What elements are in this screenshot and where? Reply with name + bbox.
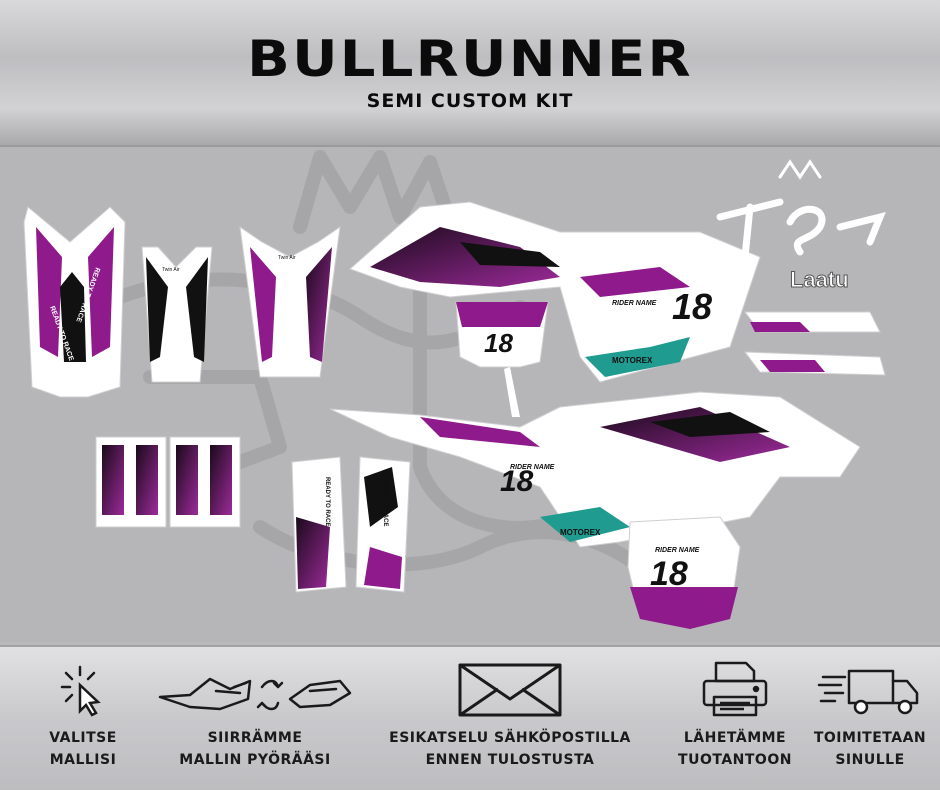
step-email-preview: ESIKATSELU SÄHKÖPOSTILLA ENNEN TULOSTUST…	[370, 647, 650, 790]
step-2-line-1: SIIRRÄMME	[207, 730, 303, 746]
side-panel-lower-decal: MOTOREX RIDER NAME 18	[329, 391, 861, 548]
radiator-shroud-upper-decal: MOTOREX RIDER NAME 18	[349, 201, 761, 383]
side-panel-number: 18	[500, 465, 534, 498]
step-4-line-1: LÄHETÄMME	[683, 730, 787, 746]
step-3-line-1: ESIKATSELU SÄHKÖPOSTILLA	[389, 730, 631, 746]
step-1-line-2: MALLISI	[49, 752, 117, 768]
page-subtitle: SEMI CUSTOM KIT	[366, 90, 574, 112]
laatu-brand-text: Laatu	[790, 267, 849, 292]
shroud-rider-name: RIDER NAME	[612, 300, 657, 307]
shroud-number: 18	[672, 286, 712, 327]
radiator-louvre-decals	[95, 436, 241, 528]
rear-plate-number: 18	[650, 555, 688, 593]
front-fender-decal: READY TO RACE READY TO RACE	[23, 206, 126, 398]
step-2-line-2: MALLIN PYÖRÄÄSI	[179, 752, 331, 768]
plate-sponsor-1: Twin Air	[162, 267, 180, 273]
rear-plate-rider-name: RIDER NAME	[655, 547, 700, 554]
headlight-mask-decal: 18	[455, 301, 549, 417]
step-send-to-production: LÄHETÄMME TUOTANTOON	[660, 647, 810, 790]
rear-number-plate-decal: RIDER NAME 18	[627, 516, 741, 629]
header-banner: BULLRUNNER SEMI CUSTOM KIT	[0, 0, 940, 147]
step-5-line-2: SINULLE	[835, 752, 905, 768]
step-3-line-2: ENNEN TULOSTUSTA	[425, 752, 595, 768]
cursor-click-icon	[60, 665, 101, 717]
step-delivery: TOIMITETAAN SINULLE	[805, 647, 935, 790]
bike-transfer-icon	[158, 677, 352, 711]
headlight-number: 18	[484, 328, 513, 358]
graphics-kit-preview: READY TO RACE READY TO RACE Twin Air Twi…	[0, 147, 940, 642]
step-choose-model: VALITSE MALLISI	[28, 647, 138, 790]
envelope-icon	[458, 663, 562, 717]
front-plate-small-decal: Twin Air	[141, 246, 213, 383]
swingarm-decal	[743, 311, 886, 376]
printer-icon	[702, 661, 768, 717]
side-panel-rider-name: RIDER NAME	[510, 464, 555, 471]
fork-guard-slogan-left: READY TO RACE	[324, 477, 330, 526]
process-steps-bar: VALITSE MALLISI SIIRRÄMME MALLIN PYÖRÄÄS…	[0, 645, 940, 790]
page-title: BULLRUNNER	[247, 30, 693, 88]
step-1-line-1: VALITSE	[49, 730, 117, 746]
kit-artwork: READY TO RACE READY TO RACE Twin Air Twi…	[23, 150, 886, 629]
front-plate-decal: Twin Air	[239, 225, 341, 378]
laatu-brand-mark	[716, 159, 886, 261]
delivery-truck-icon	[817, 669, 919, 715]
step-4-line-2: TUOTANTOON	[678, 752, 792, 768]
step-5-line-1: TOIMITETAAN	[813, 730, 927, 746]
plate-sponsor-2: Twin Air	[278, 255, 296, 261]
shroud-sponsor: MOTOREX	[612, 356, 653, 365]
side-panel-sponsor: MOTOREX	[560, 528, 601, 537]
fork-guard-slogan-right: READY TO RACE	[382, 477, 388, 526]
step-transfer-to-bike: SIIRRÄMME MALLIN PYÖRÄÄSI	[150, 647, 360, 790]
fork-guard-decals: READY TO RACE READY TO RACE	[291, 456, 411, 593]
